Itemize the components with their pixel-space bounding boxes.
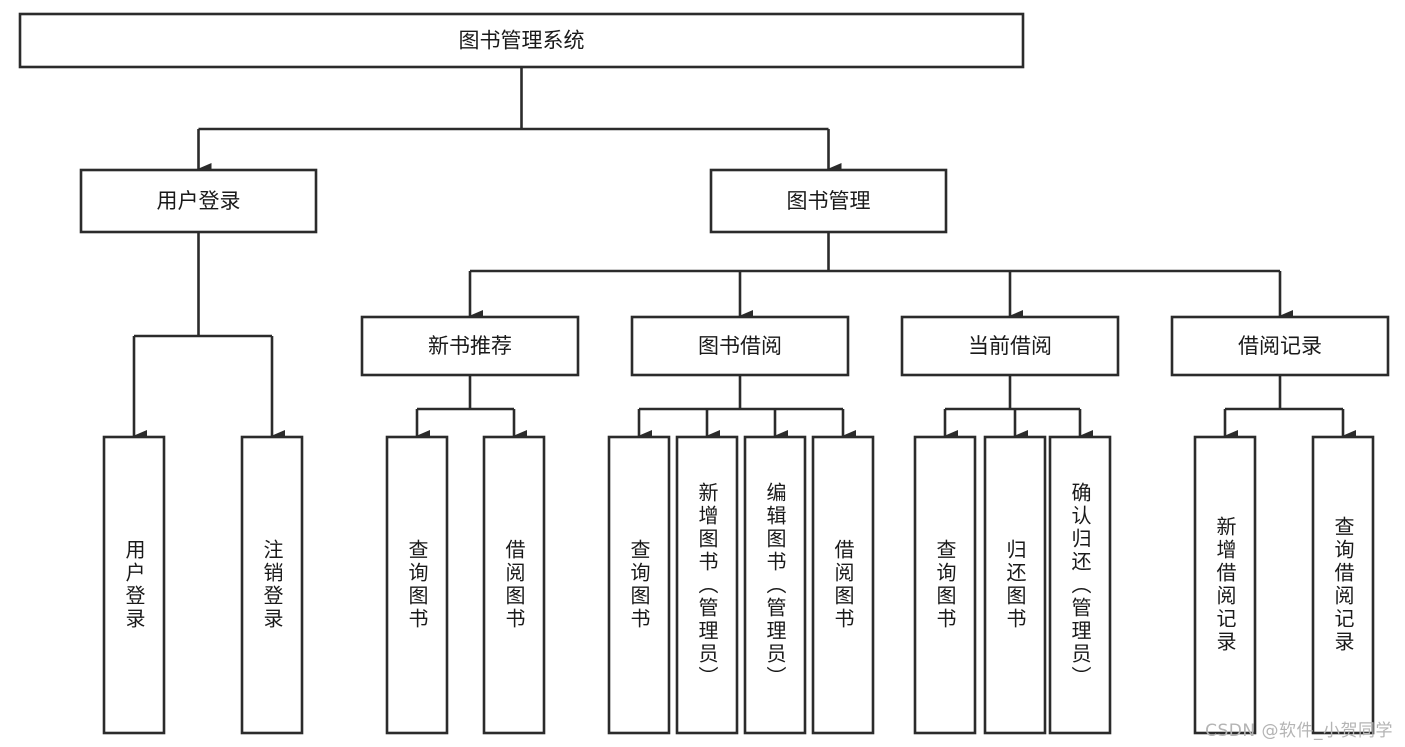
node-label-root: 图书管理系统	[459, 29, 585, 53]
node-box-leaf-query-book-2[interactable]	[607, 435, 671, 735]
node-box-book-management[interactable]	[709, 168, 948, 234]
node-label-current-borrow: 当前借阅	[968, 334, 1052, 358]
watermark-text: CSDN @软件_小贺同学	[1205, 721, 1393, 741]
node-box-leaf-add-book[interactable]	[675, 435, 739, 735]
node-box-leaf-query-book-3[interactable]	[913, 435, 977, 735]
node-box-leaf-add-record[interactable]	[1193, 435, 1257, 735]
node-box-leaf-user-login[interactable]	[102, 435, 166, 735]
node-label-new-book-recommend: 新书推荐	[428, 334, 512, 358]
node-box-new-book-recommend[interactable]	[360, 315, 580, 377]
node-box-leaf-return-book[interactable]	[983, 435, 1047, 735]
node-box-leaf-query-record[interactable]	[1311, 435, 1375, 735]
node-box-leaf-confirm-return[interactable]	[1048, 435, 1112, 735]
connector-lines	[132, 67, 1356, 442]
node-label-book-borrow: 图书借阅	[698, 334, 782, 358]
node-boxes	[18, 12, 1390, 735]
node-label-user-login: 用户登录	[157, 189, 241, 213]
node-box-leaf-borrow-book-1[interactable]	[482, 435, 546, 735]
node-box-leaf-edit-book[interactable]	[743, 435, 807, 735]
node-label-book-management: 图书管理	[787, 189, 871, 213]
node-label-borrow-record: 借阅记录	[1238, 334, 1322, 358]
node-box-borrow-record[interactable]	[1170, 315, 1390, 377]
node-box-leaf-borrow-book-2[interactable]	[811, 435, 875, 735]
node-box-root[interactable]	[18, 12, 1025, 69]
node-box-user-login[interactable]	[79, 168, 318, 234]
node-box-leaf-query-book-1[interactable]	[385, 435, 449, 735]
node-box-book-borrow[interactable]	[630, 315, 850, 377]
node-box-leaf-logout[interactable]	[240, 435, 304, 735]
node-box-current-borrow[interactable]	[900, 315, 1120, 377]
